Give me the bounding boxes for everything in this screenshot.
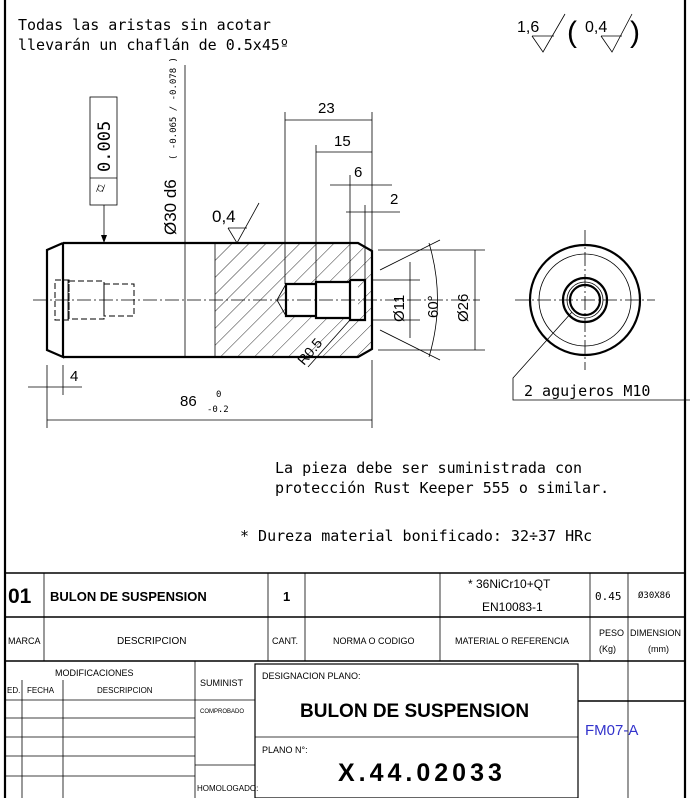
dim-2: 2 — [390, 191, 398, 208]
svg-text:0.005: 0.005 — [95, 121, 115, 172]
dim-86: 86 — [180, 393, 197, 410]
dim-d26: Ø26 — [455, 294, 472, 322]
svg-text:(mm): (mm) — [648, 644, 669, 654]
row-cant: 1 — [283, 589, 290, 604]
dimension-lines — [28, 112, 485, 428]
part-end-view — [512, 230, 690, 401]
svg-text:CANT.: CANT. — [272, 636, 298, 646]
svg-text:DIMENSION: DIMENSION — [630, 628, 681, 638]
svg-text:(: ( — [567, 16, 577, 49]
hardness-note: * Dureza material bonificado: 32÷37 HRc — [240, 527, 592, 545]
modificaciones-label: MODIFICACIONES — [55, 668, 134, 678]
comprobado-label: COMPROBADO — [200, 709, 244, 715]
row-descripcion: BULON DE SUSPENSION — [50, 589, 207, 604]
svg-text:(Kg): (Kg) — [599, 644, 616, 654]
row-marca: 01 — [8, 585, 32, 608]
svg-text:1,6: 1,6 — [517, 19, 539, 36]
roughness-symbol — [227, 202, 260, 244]
row-dimension: Ø30X86 — [638, 590, 671, 601]
dim-d11: Ø11 — [391, 295, 408, 322]
supply-note-1: La pieza debe ser suministrada con — [275, 459, 582, 477]
dim-6: 6 — [354, 164, 362, 181]
row-material-2: EN10083-1 — [482, 600, 543, 614]
diameter-tolerance: ( -0.065 / -0.078 ) — [169, 57, 179, 160]
diameter-dimension: Ø30 d6 — [161, 179, 180, 235]
mod-fecha-header: FECHA — [27, 686, 55, 695]
chamfer-note-2: llevarán un chaflán de 0.5x45º — [18, 36, 289, 54]
chamfer-note-1: Todas las aristas sin acotar — [18, 16, 271, 34]
supply-note-2: protección Rust Keeper 555 o similar. — [275, 479, 609, 497]
cylindricity-tolerance: ⌭ 0.005 — [89, 96, 118, 243]
dim-4: 4 — [70, 368, 78, 385]
dim-15: 15 — [334, 133, 351, 150]
suministrado-label: SUMINIST — [200, 678, 244, 688]
svg-text:PESO: PESO — [599, 628, 624, 638]
designacion-value: BULON DE SUSPENSION — [300, 701, 529, 722]
row-peso: 0.45 — [595, 590, 622, 603]
mod-descripcion-header: DESCRIPCION — [97, 686, 153, 695]
part-side-view — [33, 65, 480, 359]
cylindricity-icon: ⌭ — [96, 180, 106, 195]
plano-label: PLANO N°: — [262, 745, 308, 755]
title-block — [5, 572, 685, 798]
designacion-label: DESIGNACION PLANO: — [262, 671, 361, 681]
svg-text:DESCRIPCION: DESCRIPCION — [117, 636, 186, 647]
row-material-1: * 36NiCr10+QT — [468, 577, 551, 591]
svg-text:MARCA: MARCA — [8, 636, 41, 646]
svg-text:MATERIAL O REFERENCIA: MATERIAL O REFERENCIA — [455, 636, 569, 646]
holes-label: 2 agujeros M10 — [524, 382, 650, 400]
dim-angle: 60° — [425, 295, 442, 318]
dim-23: 23 — [318, 100, 335, 117]
mod-ed-header: ED. — [7, 686, 20, 695]
dim-86-tol-upper: 0 — [216, 390, 221, 400]
homologado-label: HOMOLOGADO: — [197, 784, 258, 793]
surface-finish-symbol: 1,6 ( 0,4 ) — [517, 13, 640, 53]
svg-text:NORMA O CODIGO: NORMA O CODIGO — [333, 636, 415, 646]
column-headers: MARCA DESCRIPCION CANT. NORMA O CODIGO M… — [8, 628, 681, 654]
svg-text:0,4: 0,4 — [585, 19, 607, 36]
local-roughness: 0,4 — [212, 207, 236, 226]
svg-text:): ) — [630, 16, 640, 49]
format-code: FM07-A — [585, 722, 638, 739]
dim-86-tol-lower: -0.2 — [207, 405, 229, 415]
plano-number: X.44.02033 — [338, 759, 506, 787]
